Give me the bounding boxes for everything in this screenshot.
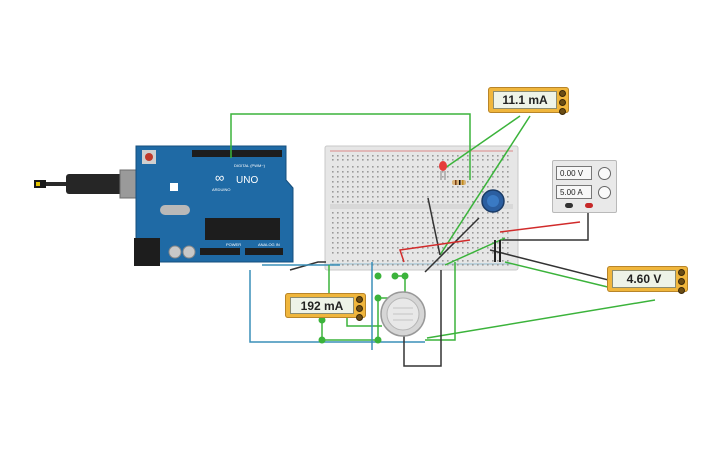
ammeter-top-display: 11.1 mA <box>493 91 557 109</box>
power-label: POWER <box>226 242 241 247</box>
arduino-logo: ∞ <box>215 170 224 185</box>
psu-negative-terminal[interactable] <box>565 203 573 208</box>
voltmeter-right[interactable]: 4.60 V <box>607 266 688 294</box>
potentiometer[interactable] <box>481 189 505 213</box>
breadboard[interactable] <box>324 145 519 271</box>
led[interactable] <box>439 161 447 180</box>
ammeter-top-terminals <box>559 90 566 115</box>
psu-voltage-knob[interactable] <box>598 167 611 180</box>
power-supply[interactable]: 0.00 V 5.00 A <box>552 160 617 213</box>
psu-current-display: 5.00 A <box>556 185 592 199</box>
psu-positive-terminal[interactable] <box>585 203 593 208</box>
arduino-brand: UNO <box>236 175 258 186</box>
ammeter-top[interactable]: 11.1 mA <box>488 87 569 115</box>
ammeter-left[interactable]: 192 mA <box>285 293 366 321</box>
gas-sensor[interactable] <box>380 291 426 337</box>
voltmeter-right-display: 4.60 V <box>612 270 676 288</box>
voltmeter-right-terminals <box>678 269 685 294</box>
arduino-sublabel: ARDUINO <box>212 187 230 192</box>
resistor[interactable] <box>452 180 466 185</box>
digital-label: DIGITAL (PWM~) <box>234 163 266 168</box>
wires <box>230 113 656 367</box>
capacitor[interactable] <box>494 240 501 262</box>
junction-dots <box>318 272 409 344</box>
analog-label: ANALOG IN <box>258 242 280 247</box>
psu-current-knob[interactable] <box>598 186 611 199</box>
arduino-board[interactable] <box>134 145 294 266</box>
ammeter-left-display: 192 mA <box>290 297 354 314</box>
psu-voltage-display: 0.00 V <box>556 166 592 180</box>
ammeter-left-terminals <box>356 296 363 321</box>
